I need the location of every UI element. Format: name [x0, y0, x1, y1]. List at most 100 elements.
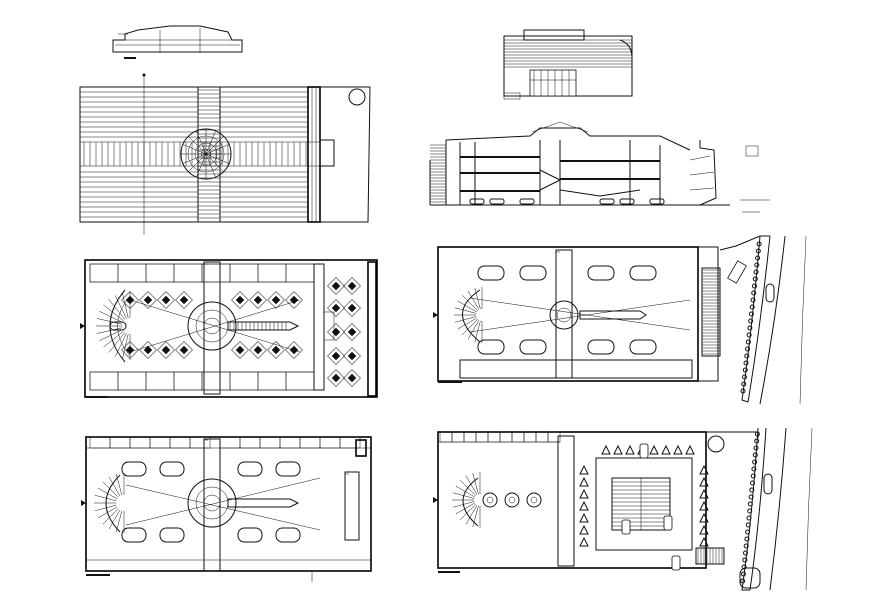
parking-marker: [699, 464, 709, 475]
dome-rib: [182, 144, 207, 155]
parking-bay: [439, 431, 453, 443]
fan-step: [460, 504, 476, 520]
fan-step: [108, 509, 121, 530]
fan-step: [108, 299, 126, 320]
fan-step: [454, 316, 477, 323]
tree: [747, 325, 753, 331]
tree: [753, 269, 759, 275]
fan-step: [115, 473, 123, 496]
dining-chairs: [327, 277, 345, 295]
tree: [754, 431, 760, 437]
section-car: [619, 198, 635, 205]
tree: [755, 255, 761, 261]
tree: [743, 550, 748, 556]
bay: [279, 436, 301, 449]
bay: [299, 436, 321, 449]
parking-bay: [475, 431, 489, 443]
shop-unit: [201, 263, 231, 283]
bay: [129, 436, 151, 449]
dining-table: [331, 281, 341, 291]
bay: [219, 436, 241, 449]
parking-bay: [511, 431, 525, 443]
tree: [750, 473, 756, 479]
dining-chairs: [249, 341, 267, 359]
fan-step: [122, 292, 129, 319]
tree: [745, 522, 751, 528]
dining-chairs: [343, 277, 361, 295]
dining-table: [143, 295, 153, 305]
dining-table: [161, 295, 171, 305]
fan-step: [96, 318, 123, 325]
fan-step: [99, 311, 123, 323]
parking-marker: [579, 488, 589, 499]
display-oval: [587, 265, 615, 281]
parking-marker: [579, 476, 589, 487]
dome-rib: [205, 144, 230, 155]
tree: [745, 339, 751, 345]
site-plan: [433, 235, 807, 405]
fan-step: [103, 304, 124, 322]
tree: [743, 360, 749, 366]
fan-step: [115, 333, 127, 357]
parked-car: [671, 555, 681, 571]
fan-step: [460, 480, 476, 496]
parking-marker: [579, 464, 589, 475]
tree: [741, 381, 747, 387]
display-oval: [159, 527, 185, 543]
roof-plan: [79, 73, 371, 235]
bay: [319, 436, 341, 449]
bay: [149, 436, 171, 449]
dining-table: [347, 327, 357, 337]
shop-unit: [285, 263, 315, 283]
dining-table: [235, 345, 245, 355]
shop-unit: [257, 371, 287, 391]
fan-step: [102, 508, 119, 525]
bay: [339, 436, 361, 449]
tree: [745, 529, 751, 535]
dining-chairs: [343, 323, 361, 341]
tree: [744, 536, 750, 542]
dining-chairs: [121, 291, 139, 309]
fan-step: [457, 300, 477, 313]
upper-floor-plan: [81, 436, 372, 582]
tree: [743, 543, 749, 549]
display-oval: [275, 527, 301, 543]
tree: [749, 304, 755, 310]
planter: [482, 492, 498, 508]
section-car: [519, 198, 535, 205]
fan-step: [115, 510, 123, 533]
dining-table: [331, 373, 341, 383]
tree: [756, 241, 762, 247]
display-oval: [477, 265, 505, 281]
planter-core: [530, 496, 538, 504]
fan-step: [97, 506, 118, 519]
fan-step: [472, 472, 479, 495]
parking-marker: [649, 444, 659, 455]
parking-bay: [547, 431, 561, 443]
parking-marker: [579, 536, 589, 547]
section-car: [599, 198, 615, 205]
tree: [748, 494, 754, 500]
shop-unit: [229, 371, 259, 391]
fan-step: [455, 502, 475, 515]
dining-table: [125, 345, 135, 355]
dining-chairs: [343, 369, 361, 387]
display-oval: [275, 461, 301, 477]
tree: [741, 374, 747, 380]
planter: [526, 492, 542, 508]
dining-chairs: [175, 341, 193, 359]
fan-step: [462, 319, 478, 335]
fan-step: [467, 290, 480, 310]
bay: [109, 436, 131, 449]
parking-marker: [685, 444, 695, 455]
dome-rib: [188, 136, 207, 155]
fan-step: [474, 320, 481, 343]
dining-table: [179, 295, 189, 305]
fan-step: [454, 307, 477, 314]
dining-chairs: [231, 341, 249, 359]
dining-table: [143, 345, 153, 355]
fan-step: [467, 320, 480, 340]
dining-table: [331, 351, 341, 361]
shop-unit: [285, 371, 315, 391]
tree: [740, 571, 746, 577]
